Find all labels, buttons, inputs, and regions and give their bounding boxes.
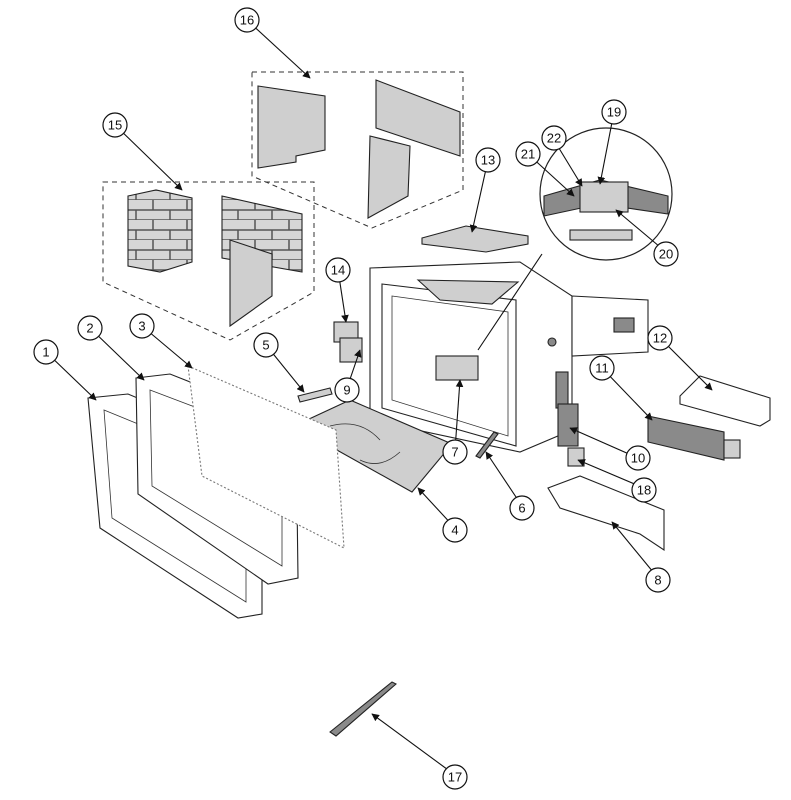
svg-text:9: 9 — [343, 383, 350, 398]
top-bracket — [421, 225, 529, 253]
callout-21: 21 — [515, 141, 541, 167]
callout-2: 2 — [77, 315, 103, 341]
brick-panel-set — [102, 181, 315, 341]
callout-20: 20 — [653, 241, 679, 267]
firebox — [369, 261, 649, 453]
callout-17: 17 — [442, 764, 468, 790]
callout-15: 15 — [102, 112, 128, 138]
svg-text:4: 4 — [451, 523, 458, 538]
callout-18: 18 — [631, 477, 657, 503]
callout-12: 12 — [647, 325, 673, 351]
svg-text:20: 20 — [659, 247, 673, 262]
callout-9: 9 — [334, 377, 360, 403]
small-bracket — [297, 387, 333, 403]
callout-4: 4 — [442, 517, 468, 543]
valve-assembly — [435, 355, 479, 381]
svg-text:16: 16 — [240, 13, 254, 28]
svg-text:18: 18 — [637, 483, 651, 498]
refractory-panel-set — [251, 71, 464, 229]
svg-text:22: 22 — [547, 131, 561, 146]
svg-text:17: 17 — [448, 770, 462, 785]
svg-text:5: 5 — [262, 338, 269, 353]
glass-panel — [187, 365, 345, 549]
callout-10: 10 — [625, 445, 651, 471]
callout-22: 22 — [541, 125, 567, 151]
vent-grille — [613, 317, 635, 333]
callout-11: 11 — [589, 355, 615, 381]
svg-text:13: 13 — [481, 153, 495, 168]
svg-text:2: 2 — [86, 321, 93, 336]
svg-text:12: 12 — [653, 331, 667, 346]
svg-text:1: 1 — [42, 345, 49, 360]
angle-bracket — [679, 375, 771, 427]
svg-text:21: 21 — [521, 147, 535, 162]
svg-text:11: 11 — [595, 361, 609, 376]
callout-1: 1 — [33, 339, 59, 365]
callout-14: 14 — [325, 257, 351, 283]
callout-3: 3 — [129, 313, 155, 339]
callout-6: 6 — [509, 495, 535, 521]
detail-view — [539, 127, 673, 261]
long-rod — [329, 681, 397, 737]
svg-text:10: 10 — [631, 451, 645, 466]
blower — [647, 415, 741, 461]
rod — [475, 431, 499, 459]
small-module — [567, 447, 585, 467]
callout-13: 13 — [475, 147, 501, 173]
svg-text:7: 7 — [451, 445, 458, 460]
callout-16: 16 — [234, 7, 260, 33]
svg-text:8: 8 — [654, 573, 661, 588]
callout-19: 19 — [601, 99, 627, 125]
svg-text:6: 6 — [518, 501, 525, 516]
svg-text:19: 19 — [607, 105, 621, 120]
callout-8: 8 — [645, 567, 671, 593]
callouts: 1 2 3 4 5 6 7 8 9 10 11 12 13 14 15 16 1… — [33, 7, 679, 790]
svg-text:14: 14 — [331, 263, 345, 278]
callout-5: 5 — [253, 332, 279, 358]
callout-7: 7 — [442, 439, 468, 465]
lower-bracket — [547, 475, 665, 552]
svg-text:3: 3 — [138, 319, 145, 334]
svg-text:15: 15 — [108, 118, 122, 133]
control-box — [557, 403, 579, 447]
